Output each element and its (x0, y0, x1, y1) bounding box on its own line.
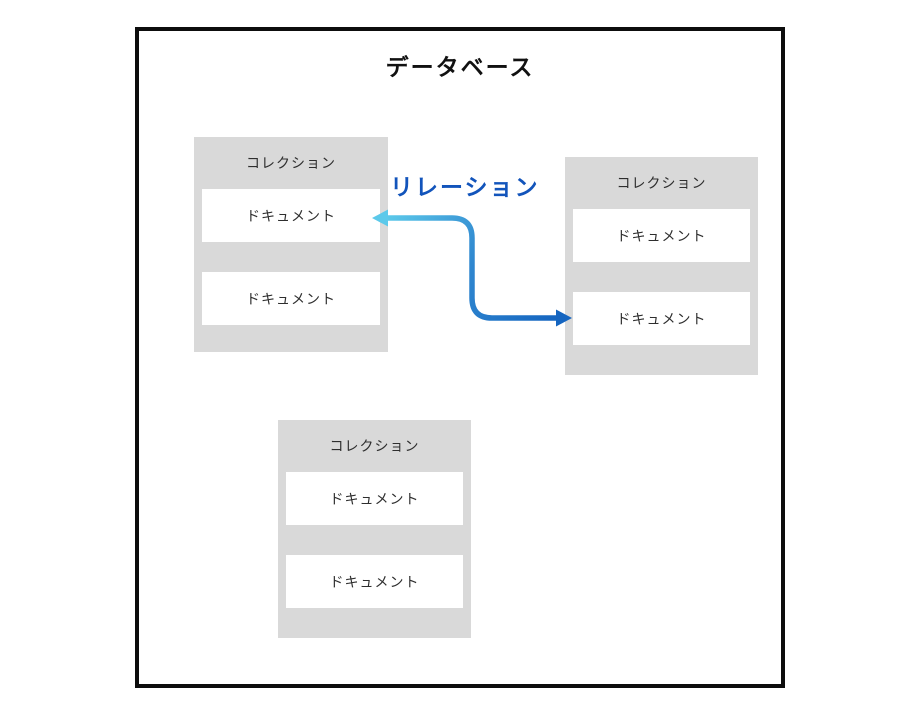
collection-box-bottom: コレクション ドキュメント ドキュメント (278, 420, 471, 638)
document-box: ドキュメント (573, 292, 750, 345)
collection-box-left: コレクション ドキュメント ドキュメント (194, 137, 388, 352)
relation-label: リレーション (390, 174, 540, 200)
document-box: ドキュメント (286, 555, 463, 608)
document-box: ドキュメント (573, 209, 750, 262)
database-title: データベース (385, 54, 535, 80)
document-box: ドキュメント (286, 472, 463, 525)
collection-label: コレクション (246, 155, 336, 171)
collection-label: コレクション (616, 175, 707, 191)
document-box: ドキュメント (202, 189, 380, 242)
collection-label: コレクション (329, 438, 420, 454)
document-box: ドキュメント (202, 272, 380, 325)
collection-box-right: コレクション ドキュメント ドキュメント (565, 157, 758, 375)
